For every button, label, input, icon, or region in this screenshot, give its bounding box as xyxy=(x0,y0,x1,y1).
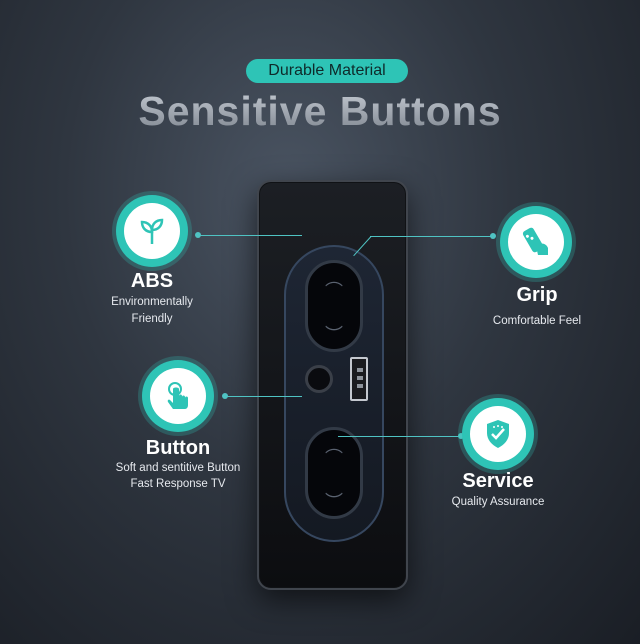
abs-line2: Friendly xyxy=(131,313,173,325)
service-title: Service xyxy=(462,470,534,492)
grip-connector-line xyxy=(370,236,494,237)
shield-check-icon xyxy=(487,420,509,448)
button-line2: Fast Response TV xyxy=(130,478,226,490)
service-connector-dot xyxy=(458,433,464,439)
abs-icon-circle xyxy=(116,195,188,267)
button-panel: ︵ ︶ ︵ ︶ xyxy=(284,245,384,542)
page-title: Sensitive Buttons xyxy=(0,88,640,135)
abs-title: ABS xyxy=(130,270,174,292)
sprout-icon xyxy=(140,218,164,244)
remote-device: ︵ ︶ ︵ ︶ xyxy=(257,180,408,590)
service-connector-line xyxy=(338,436,462,437)
upper-rocker-button[interactable]: ︵ ︶ xyxy=(305,260,363,352)
button-connector-dot xyxy=(222,393,228,399)
up-arc-icon: ︵ xyxy=(325,436,343,456)
up-arc-icon: ︵ xyxy=(325,269,343,289)
abs-line1: Environmentally xyxy=(111,296,193,308)
lower-rocker-button[interactable]: ︵ ︶ xyxy=(305,427,363,519)
round-button[interactable] xyxy=(305,365,333,393)
service-line1: Quality Assurance xyxy=(451,496,545,508)
down-arc-icon: ︶ xyxy=(325,492,343,512)
down-arc-icon: ︶ xyxy=(325,325,343,345)
abs-connector-line xyxy=(198,235,302,236)
button-connector-line xyxy=(225,396,302,397)
grip-line1: Comfortable Feel xyxy=(492,315,582,327)
button-title: Button xyxy=(145,437,211,459)
button-icon-circle xyxy=(142,360,214,432)
usb-port-icon xyxy=(350,357,368,401)
tap-finger-icon xyxy=(167,382,188,409)
service-icon-circle xyxy=(462,398,534,470)
button-line1: Soft and sentitive Button xyxy=(115,462,241,474)
grip-title: Grip xyxy=(516,284,558,306)
hand-remote-icon xyxy=(522,227,548,255)
grip-connector-dot xyxy=(490,233,496,239)
abs-connector-dot xyxy=(195,232,201,238)
material-badge: Durable Material xyxy=(246,59,408,83)
grip-icon-circle xyxy=(500,206,572,278)
